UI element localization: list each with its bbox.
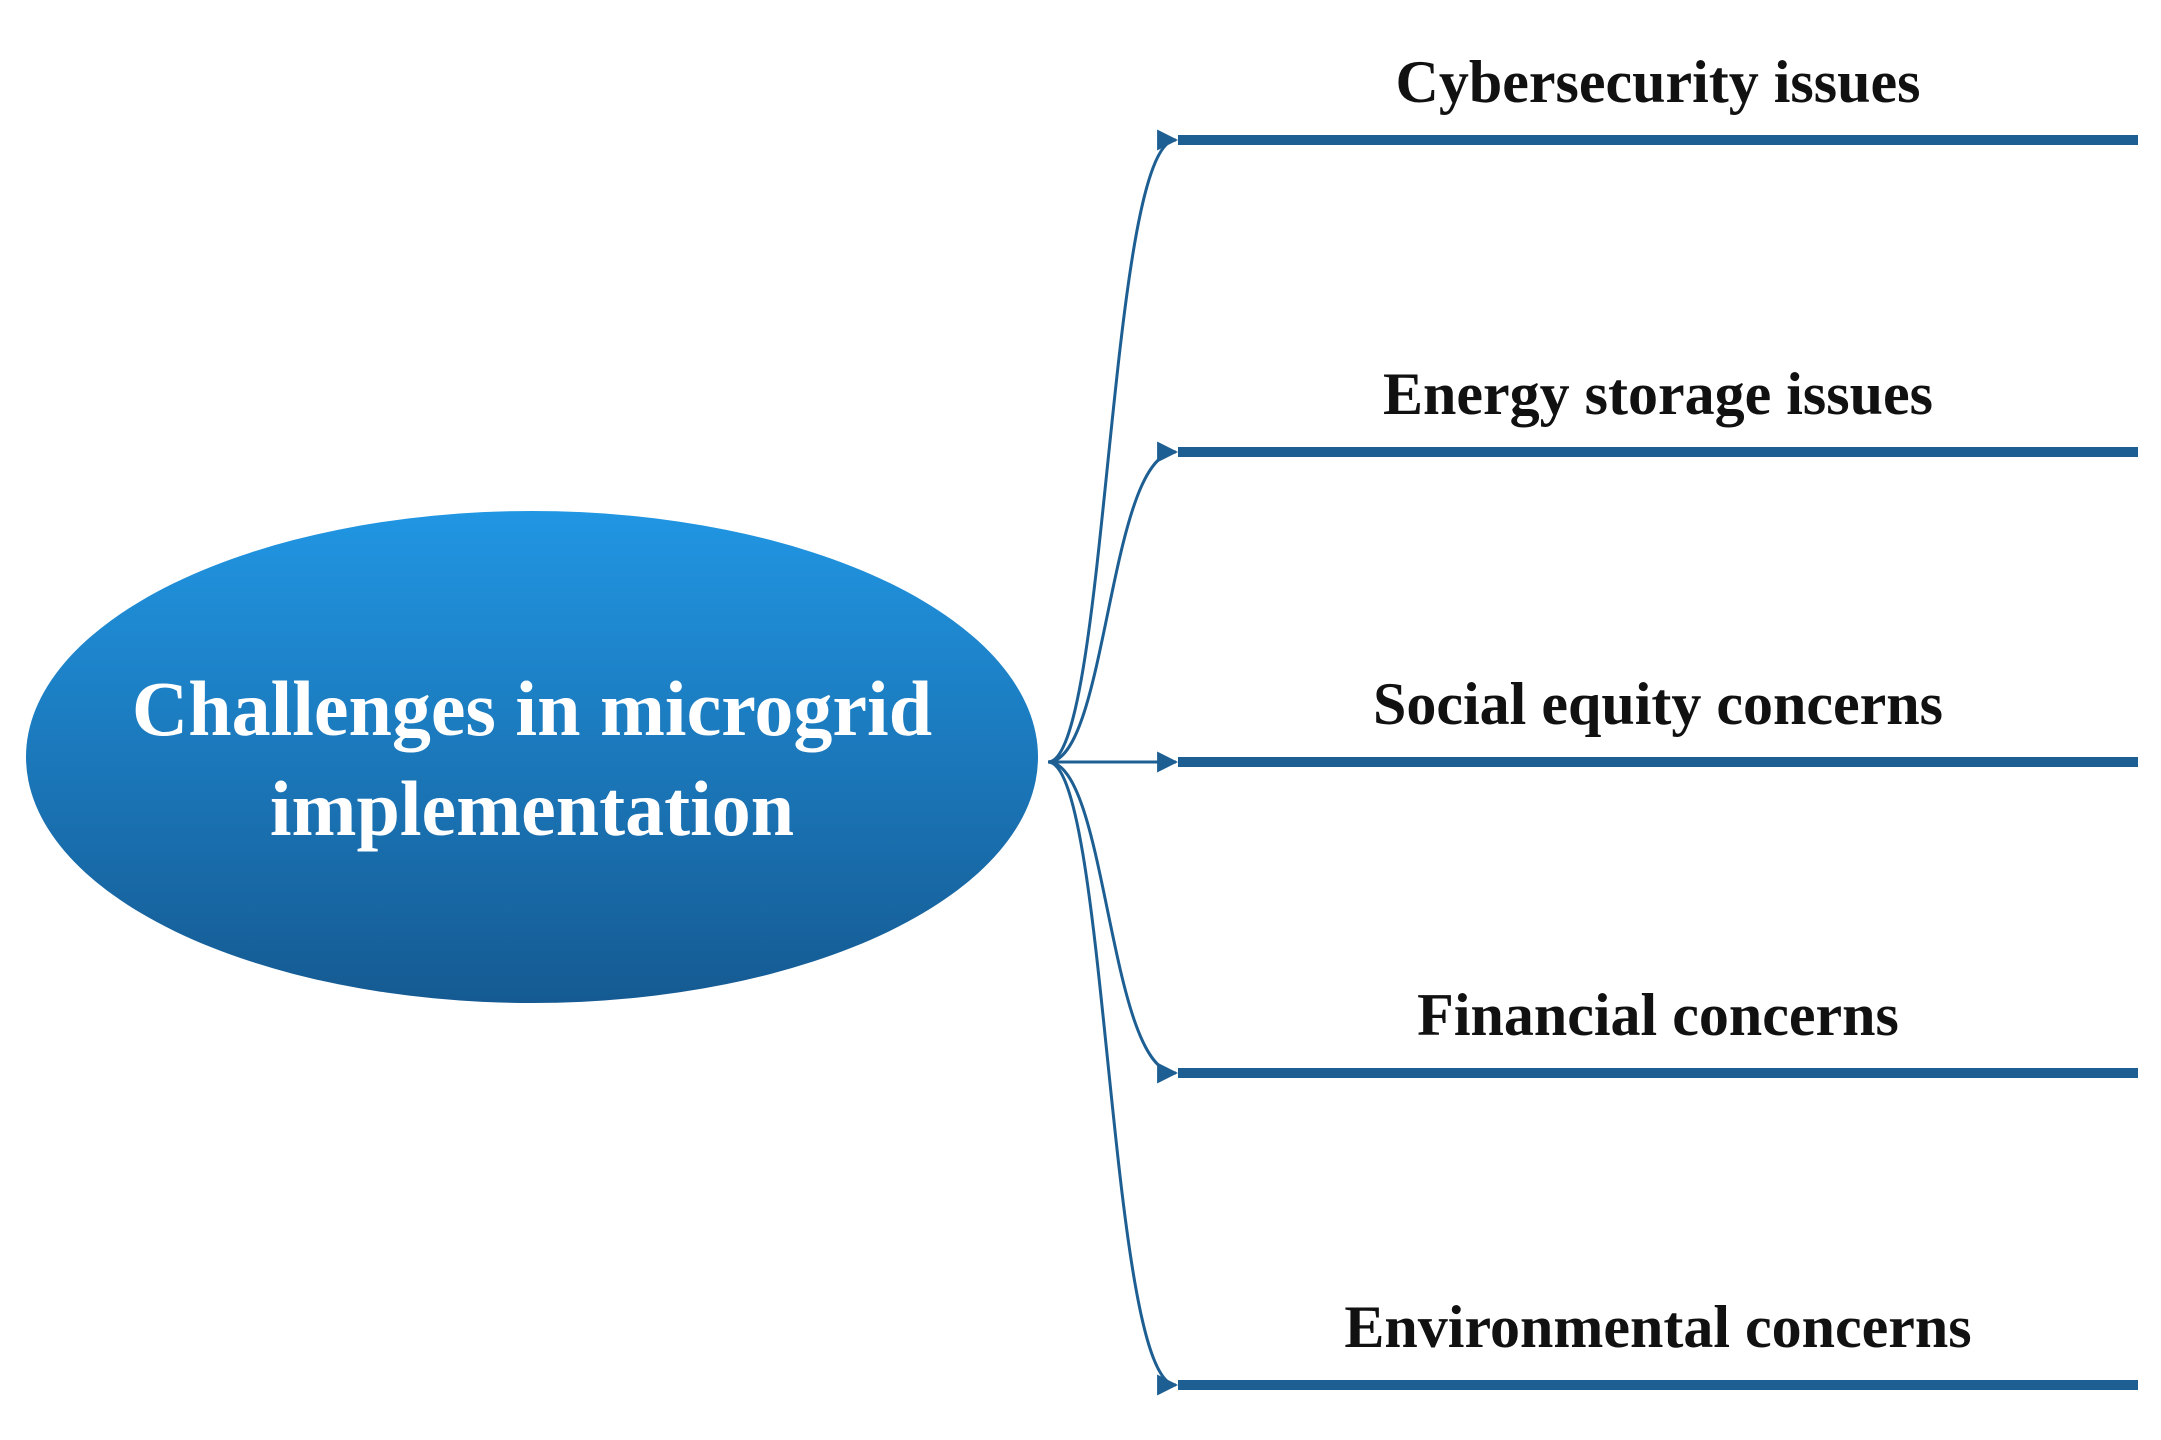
central-node: Challenges in microgrid implementation — [26, 511, 1038, 1003]
branch-label-1: Cybersecurity issues — [1396, 49, 1921, 115]
branch-label-3: Social equity concerns — [1373, 671, 1943, 737]
branch-label-2: Energy storage issues — [1383, 361, 1933, 427]
central-title-line-1: Challenges in microgrid — [132, 665, 932, 752]
central-title-line-2: implementation — [270, 765, 794, 852]
branch-label-5: Environmental concerns — [1344, 1294, 1971, 1360]
central-ellipse — [26, 511, 1038, 1003]
connector-arrow-2 — [1047, 441, 1179, 764]
connector-arrow-4 — [1047, 760, 1179, 1084]
connector-arrow-5 — [1047, 760, 1179, 1396]
connector-arrow-1 — [1047, 129, 1179, 764]
branch-label-4: Financial concerns — [1417, 982, 1899, 1048]
connectors — [1047, 129, 1179, 1396]
